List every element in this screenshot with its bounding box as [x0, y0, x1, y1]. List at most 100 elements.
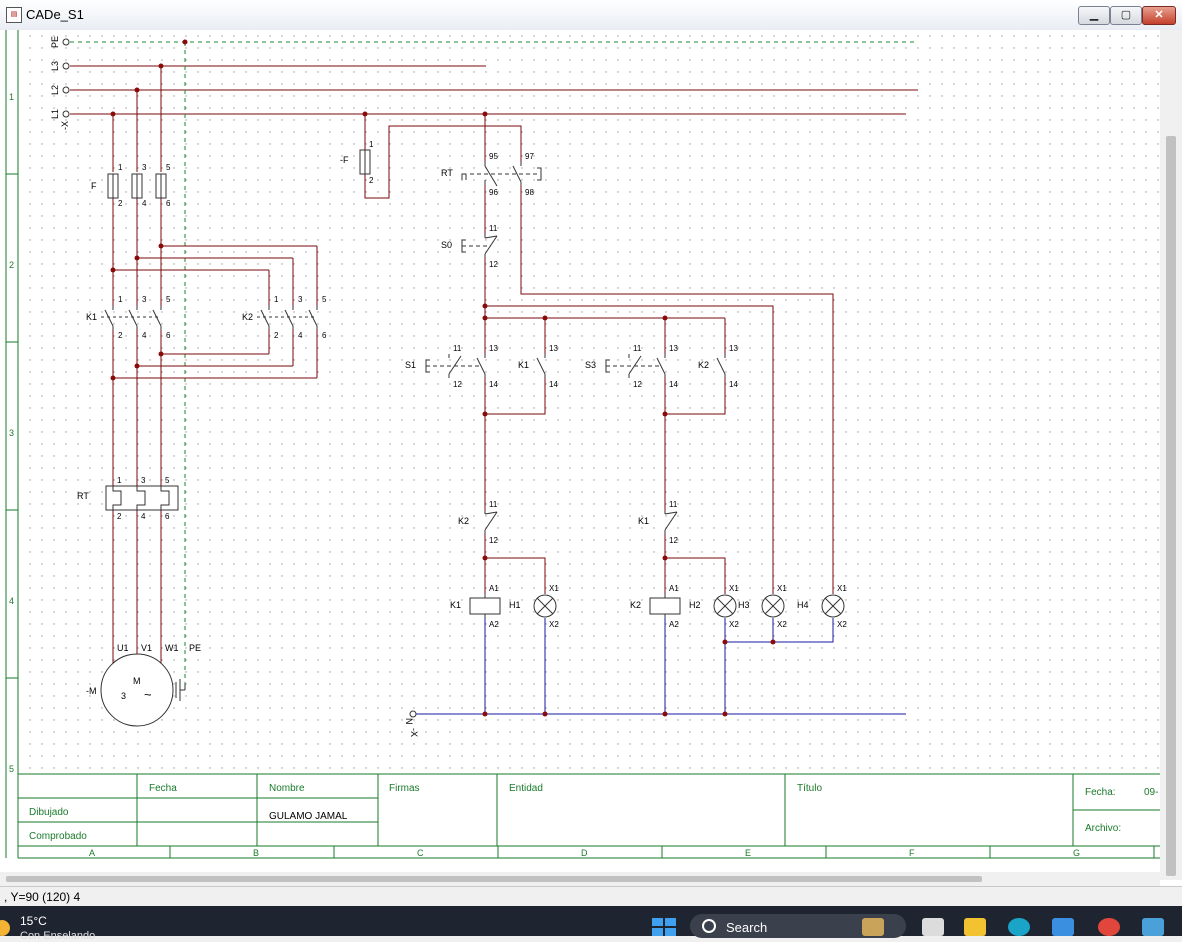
svg-text:U1: U1	[117, 643, 129, 653]
svg-text:12: 12	[489, 536, 498, 545]
svg-text:96: 96	[489, 188, 498, 197]
k2-power-label: K2	[242, 312, 253, 322]
ruler-col-c: C	[417, 848, 424, 858]
h2-label: H2	[689, 600, 701, 610]
dot-grid	[18, 30, 1160, 774]
ruler-labels: 1 2 3 4 5 A B C D E F G	[9, 92, 1080, 858]
weather-icon[interactable]	[0, 920, 10, 936]
svg-text:X2: X2	[729, 620, 739, 629]
svg-text:14: 14	[669, 380, 678, 389]
svg-text:12: 12	[633, 380, 642, 389]
ruler-row-4: 4	[9, 596, 14, 606]
motor-labels: -M M 3 ~ U1 V1 W1 PE	[86, 643, 201, 702]
svg-text:95: 95	[489, 152, 498, 161]
svg-text:6: 6	[166, 331, 171, 340]
task-view-icon[interactable]	[922, 918, 944, 936]
lamp-h3	[761, 594, 785, 618]
tb-titulo: Título	[797, 783, 822, 794]
edge-icon[interactable]	[1008, 918, 1030, 936]
k1-hold-contact	[536, 354, 546, 378]
svg-text:2: 2	[369, 176, 374, 185]
svg-text:97: 97	[525, 152, 534, 161]
vertical-scroll-thumb[interactable]	[1166, 136, 1176, 876]
start-icon[interactable]	[652, 918, 676, 936]
s1-start-button[interactable]	[425, 354, 486, 378]
bus-label-pe: PE	[50, 36, 60, 48]
k1-hold-label: K1	[518, 360, 529, 370]
window-title: CADe_S1	[26, 7, 84, 22]
bus-label-l2: L2	[50, 85, 60, 95]
rt-control-contacts	[461, 162, 542, 187]
svg-text:A1: A1	[669, 584, 679, 593]
svg-text:12: 12	[489, 260, 498, 269]
s0-label: S0	[441, 240, 452, 250]
chrome-icon[interactable]	[1098, 918, 1120, 936]
tb-dibujado: Dibujado	[29, 807, 69, 818]
k2-hold-contact	[716, 354, 726, 378]
rt-power-terminals: RT 1 3 5 2 4 6	[77, 476, 170, 521]
k1-power-label: K1	[86, 312, 97, 322]
svg-text:11: 11	[633, 344, 642, 353]
power-circuit-wires	[112, 66, 318, 668]
widgets-icon[interactable]	[862, 918, 884, 936]
ruler-col-g: G	[1073, 848, 1080, 858]
s3-label: S3	[585, 360, 596, 370]
drawing-canvas[interactable]: 1 2 3 4 5 A B C D E F G Fecha Nombre Fir…	[0, 30, 1182, 886]
svg-text:A1: A1	[489, 584, 499, 593]
s3-start-button[interactable]	[605, 354, 666, 378]
rt-control-label: RT	[441, 168, 453, 178]
cursor-coordinates: , Y=90 (120) 4	[4, 890, 81, 904]
svg-text:1: 1	[118, 163, 123, 172]
tb-archivo-label: Archivo:	[1085, 823, 1121, 834]
ruler-row-5: 5	[9, 764, 14, 774]
ruler-col-f: F	[909, 848, 915, 858]
s1-label: S1	[405, 360, 416, 370]
k1-interlock-label: K1	[638, 516, 649, 526]
svg-text:3: 3	[142, 295, 147, 304]
svg-text:11: 11	[489, 224, 498, 233]
motor-symbol[interactable]	[100, 653, 174, 727]
svg-text:1: 1	[118, 295, 123, 304]
svg-text:~: ~	[144, 687, 152, 702]
svg-text:X2: X2	[777, 620, 787, 629]
svg-text:14: 14	[549, 380, 558, 389]
terminal-label-left: -X	[60, 121, 70, 130]
weather-temperature[interactable]: 15°C	[20, 914, 47, 928]
k2-interlock-label: K2	[458, 516, 469, 526]
store-icon[interactable]	[1052, 918, 1074, 936]
file-explorer-icon[interactable]	[964, 918, 986, 936]
horizontal-scroll-thumb[interactable]	[6, 876, 982, 882]
svg-text:3: 3	[298, 295, 303, 304]
svg-text:5: 5	[166, 163, 171, 172]
svg-text:PE: PE	[189, 643, 201, 653]
svg-text:11: 11	[453, 344, 462, 353]
k2-power-contacts	[257, 306, 318, 330]
minimize-button[interactable]: ▁	[1078, 6, 1110, 25]
tb-comprobado: Comprobado	[29, 831, 87, 842]
svg-text:5: 5	[166, 295, 171, 304]
bus-labels: PE L3 L2 L1 -X N -X	[50, 36, 419, 737]
fuse-f-label: F	[91, 181, 97, 191]
windows-taskbar: 15°C Con Enselando Search	[0, 906, 1182, 942]
k2-coil	[649, 597, 681, 615]
weather-description[interactable]: Con Enselando	[20, 930, 96, 942]
svg-text:2: 2	[118, 331, 123, 340]
k2-hold-label: K2	[698, 360, 709, 370]
junction-dots	[110, 39, 776, 717]
motor-pe-terminal	[175, 679, 186, 701]
document-app-icon: ▤	[6, 7, 22, 23]
svg-text:13: 13	[489, 344, 498, 353]
notepad-icon[interactable]	[1142, 918, 1164, 936]
svg-text:X2: X2	[837, 620, 847, 629]
tb-firmas: Firmas	[389, 783, 420, 794]
ruler-row-3: 3	[9, 428, 14, 438]
maximize-button[interactable]: ▢	[1110, 6, 1142, 25]
k1-power-terminals: K1 1 3 5 2 4 6	[86, 295, 171, 340]
close-button[interactable]: ✕	[1142, 6, 1176, 25]
ruler-row-2: 2	[9, 260, 14, 270]
s0-stop-button[interactable]	[461, 234, 498, 258]
schematic-svg[interactable]: 1 2 3 4 5 A B C D E F G Fecha Nombre Fir…	[0, 30, 1182, 886]
svg-text:X1: X1	[777, 584, 787, 593]
svg-text:2: 2	[118, 199, 123, 208]
svg-text:13: 13	[669, 344, 678, 353]
